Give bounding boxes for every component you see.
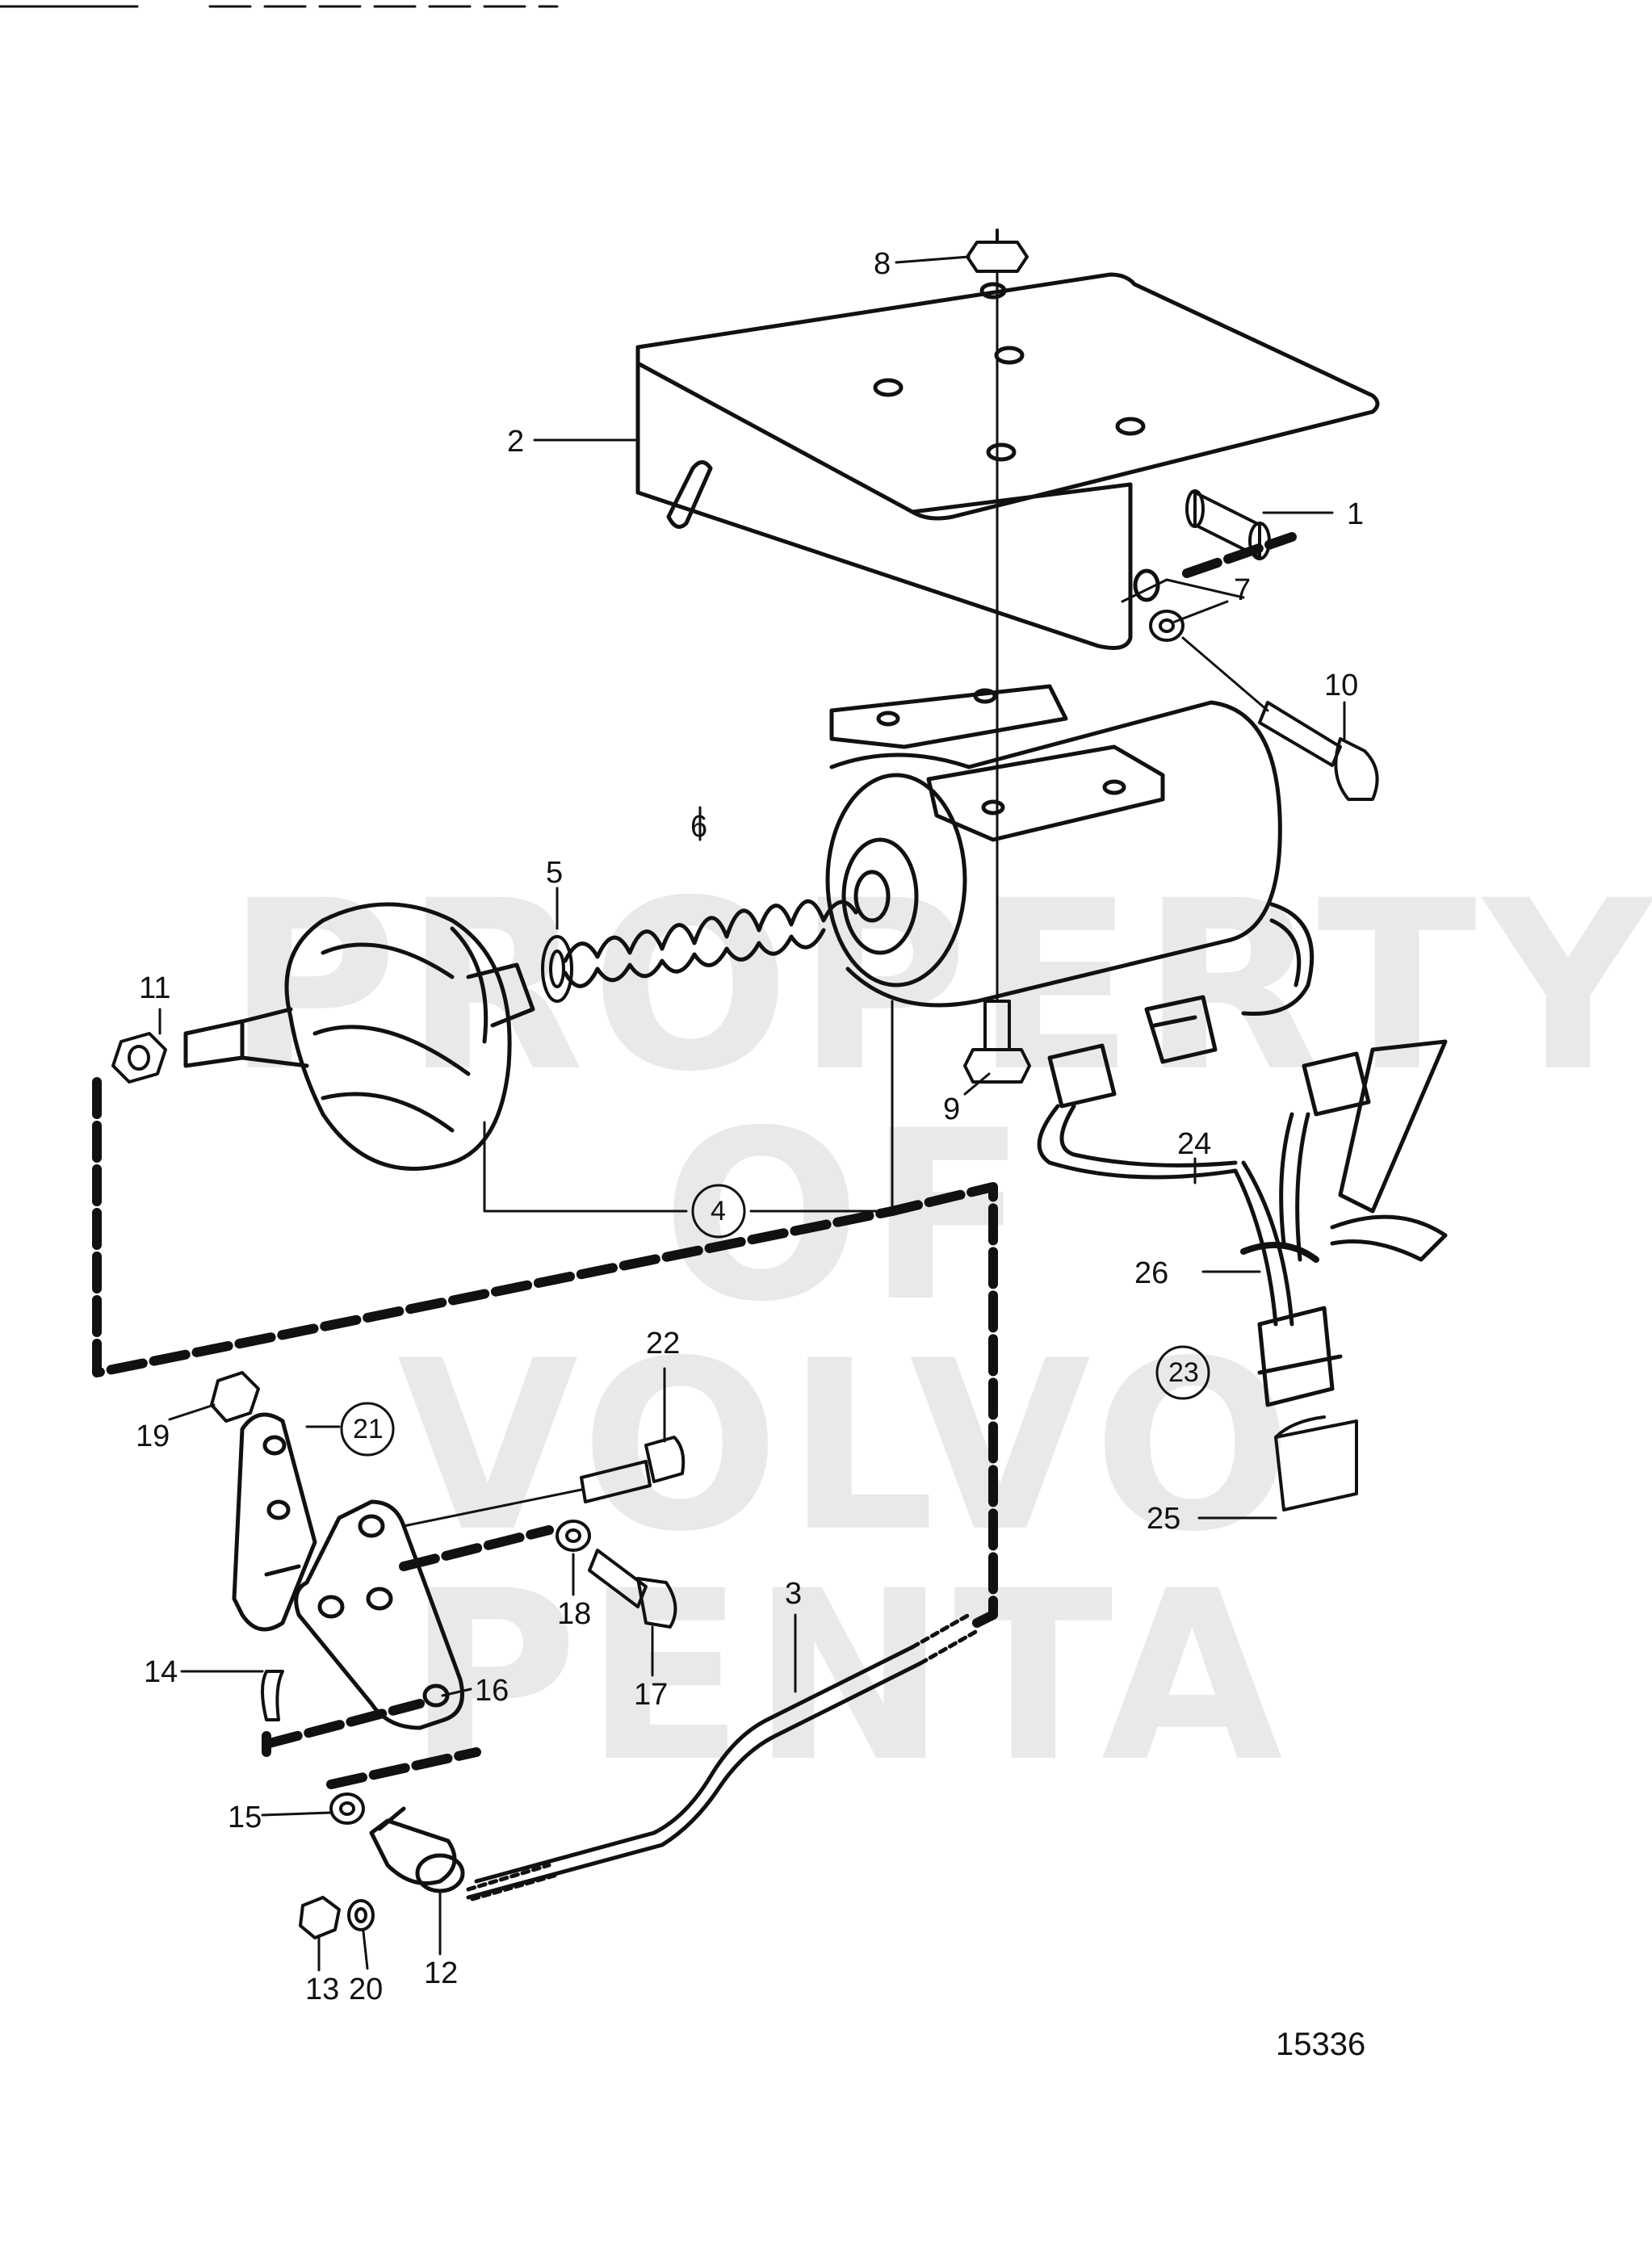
callout-5: 5 bbox=[546, 856, 564, 890]
actuator-housing bbox=[825, 684, 1314, 1017]
callout-11: 11 bbox=[139, 971, 171, 1005]
callout-19: 19 bbox=[136, 1419, 170, 1453]
callout-18: 18 bbox=[557, 1597, 592, 1631]
callout-3: 3 bbox=[785, 1577, 803, 1611]
callout-24: 24 bbox=[1177, 1127, 1212, 1161]
callout-21: 21 bbox=[353, 1414, 384, 1444]
callout-circles bbox=[340, 1184, 1210, 1457]
callout-6: 6 bbox=[690, 810, 708, 844]
callout-9: 9 bbox=[943, 1092, 961, 1126]
callout-25: 25 bbox=[1147, 1502, 1181, 1536]
washer-part-20 bbox=[347, 1899, 375, 1931]
nut-part-19 bbox=[210, 1371, 260, 1423]
circlip-part-5 bbox=[541, 935, 573, 1003]
callout-8: 8 bbox=[874, 247, 891, 281]
assembly-bracket-part-4 bbox=[483, 1000, 894, 1213]
washer-part-7 bbox=[1149, 610, 1184, 642]
dashed-leader-15 bbox=[326, 1747, 481, 1789]
bolt-part-17 bbox=[588, 1549, 677, 1629]
nut-part-13 bbox=[299, 1896, 341, 1939]
diaphragm-housing bbox=[183, 902, 535, 1171]
clip-part-14 bbox=[261, 1670, 425, 1757]
nut-part-11 bbox=[111, 1032, 167, 1084]
callout-2: 2 bbox=[507, 425, 525, 459]
callout-1: 1 bbox=[1347, 497, 1365, 531]
callout-13: 13 bbox=[305, 1973, 340, 2006]
callout-20: 20 bbox=[349, 1973, 384, 2006]
ball-joint-part-12 bbox=[369, 1806, 465, 1893]
callout-16: 16 bbox=[475, 1674, 509, 1708]
dashed-leader-left bbox=[92, 1077, 897, 1377]
lever-plate-part-16 bbox=[294, 1499, 464, 1730]
figure-number: 15336 bbox=[1276, 2027, 1366, 2062]
bolt-part-22 bbox=[580, 1436, 686, 1503]
nut-part-8 bbox=[966, 228, 1029, 273]
plug-part-25 bbox=[1274, 1415, 1358, 1511]
spacer-part-1 bbox=[1121, 489, 1297, 603]
lever-link-part-21 bbox=[232, 1412, 317, 1632]
mounting-bracket-part-2 bbox=[635, 272, 1380, 650]
callout-15: 15 bbox=[228, 1801, 262, 1834]
control-rod-part-3 bbox=[466, 1182, 998, 1901]
washer-part-18 bbox=[556, 1520, 591, 1552]
callout-26: 26 bbox=[1134, 1256, 1169, 1290]
callout-22: 22 bbox=[646, 1327, 681, 1360]
callout-23: 23 bbox=[1168, 1357, 1199, 1388]
callout-12: 12 bbox=[424, 1956, 459, 1990]
callout-7: 7 bbox=[1234, 573, 1252, 607]
callout-17: 17 bbox=[634, 1678, 669, 1712]
watermark-text: PROPERTY OF VOLVO PENTA bbox=[226, 851, 1652, 1813]
callout-4: 4 bbox=[711, 1196, 726, 1226]
bolt-part-10 bbox=[1258, 701, 1379, 801]
callout-10: 10 bbox=[1324, 669, 1359, 702]
bolt-part-9 bbox=[963, 1000, 1031, 1084]
callout-14: 14 bbox=[144, 1655, 178, 1689]
wiring-harness-part-23 bbox=[1037, 995, 1448, 1407]
leader-lines bbox=[158, 255, 1346, 1972]
washer-part-15 bbox=[329, 1792, 365, 1825]
spring-part-6 bbox=[563, 899, 858, 988]
